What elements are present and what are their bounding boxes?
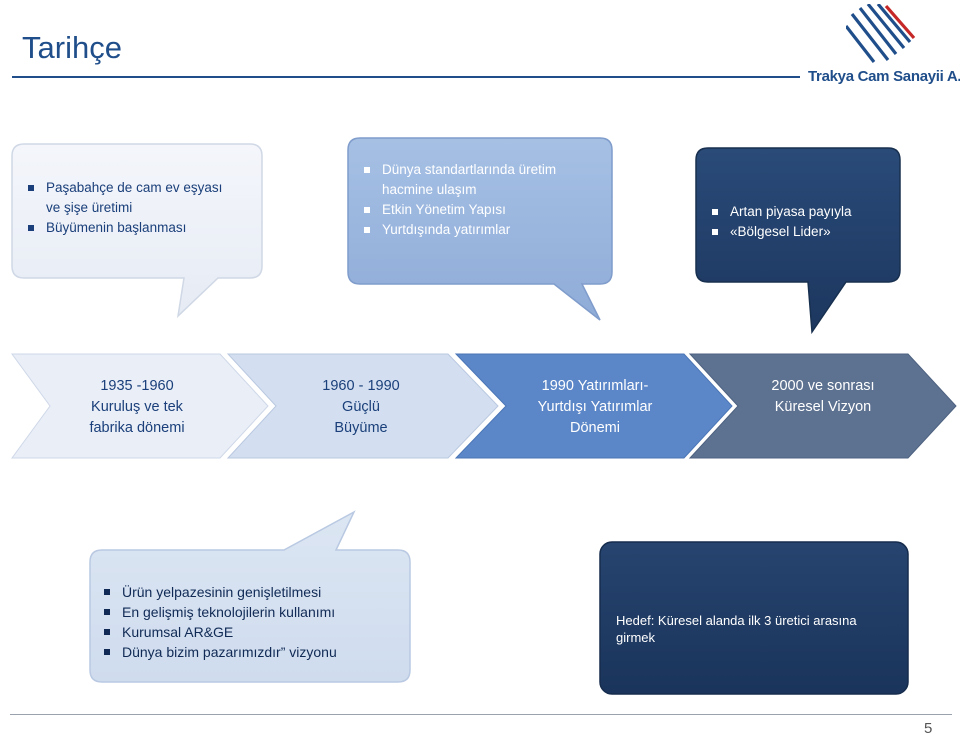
callout-shape xyxy=(11,143,263,319)
timeline-arrow-2 xyxy=(226,353,499,459)
list-item: En gelişmiş teknolojilerin kullanımı xyxy=(102,602,337,622)
footer-divider xyxy=(10,714,952,715)
callout-urun-yelpazesi: Ürün yelpazesinin genişletilmesi En geli… xyxy=(88,510,414,686)
callout-shape xyxy=(89,510,411,683)
page-title: Tarihçe xyxy=(22,30,122,65)
bullet-square-icon xyxy=(28,185,34,191)
timeline-arrow-3 xyxy=(454,353,733,459)
bullet-square-icon xyxy=(28,225,34,231)
logo-text: Trakya Cam Sanayii A.Ş. xyxy=(808,68,960,85)
callout-hedef: Hedef: Küresel alanda ilk 3 üretici aras… xyxy=(598,540,912,700)
timeline-arrow-1 xyxy=(11,353,269,459)
callout-shape xyxy=(695,147,901,335)
bullet-square-icon xyxy=(712,209,718,215)
bullet-square-icon xyxy=(364,227,370,233)
timeline-arrow-4 xyxy=(688,353,957,459)
list-item: Dünya bizim pazarımızdır” vizyonu xyxy=(102,642,337,662)
list-item: Etkin Yönetim Yapısı xyxy=(362,200,556,220)
list-item: Yurtdışında yatırımlar xyxy=(362,220,556,240)
callout-pasabahce: Paşabahçe de cam ev eşyası ve şişe üreti… xyxy=(10,140,266,320)
list-item: Büyümenin başlanması xyxy=(26,218,222,238)
list-item: hacmine ulaşım xyxy=(382,182,477,197)
bullet-square-icon xyxy=(104,609,110,615)
callout-list: Artan piyasa payıyla «Bölgesel Lider» xyxy=(710,202,852,242)
callout-list: Dünya standartlarında üretim hacmine ula… xyxy=(362,160,556,240)
logo-mark-icon xyxy=(846,4,916,63)
callout-bolgesel-lider: Artan piyasa payıyla «Bölgesel Lider» xyxy=(694,144,904,336)
list-item: Ürün yelpazesinin genişletilmesi xyxy=(102,582,337,602)
callout-dunya-standartlari: Dünya standartlarında üretim hacmine ula… xyxy=(346,134,616,324)
bullet-square-icon xyxy=(104,629,110,635)
list-item: Kurumsal AR&GE xyxy=(102,622,337,642)
bullet-square-icon xyxy=(104,649,110,655)
list-item: Paşabahçe de cam ev eşyası xyxy=(26,178,222,198)
bullet-square-icon xyxy=(364,167,370,173)
callout-shape xyxy=(347,137,613,321)
list-item: «Bölgesel Lider» xyxy=(710,222,852,242)
bullet-square-icon xyxy=(712,229,718,235)
list-item: Dünya standartlarında üretim xyxy=(362,160,556,180)
page-number: 5 xyxy=(924,720,933,737)
bullet-square-icon xyxy=(104,589,110,595)
callout-list: Ürün yelpazesinin genişletilmesi En geli… xyxy=(102,582,337,662)
company-logo: Trakya Cam Sanayii A.Ş. xyxy=(806,4,960,85)
callout-shape xyxy=(599,541,909,695)
bullet-square-icon xyxy=(364,207,370,213)
title-divider xyxy=(12,76,800,78)
goal-text: Hedef: Küresel alanda ilk 3 üretici aras… xyxy=(616,613,857,645)
timeline-arrows xyxy=(11,353,957,459)
list-item: Artan piyasa payıyla xyxy=(710,202,852,222)
list-item: ve şişe üretimi xyxy=(46,200,133,215)
callout-list: Paşabahçe de cam ev eşyası ve şişe üreti… xyxy=(26,178,222,238)
